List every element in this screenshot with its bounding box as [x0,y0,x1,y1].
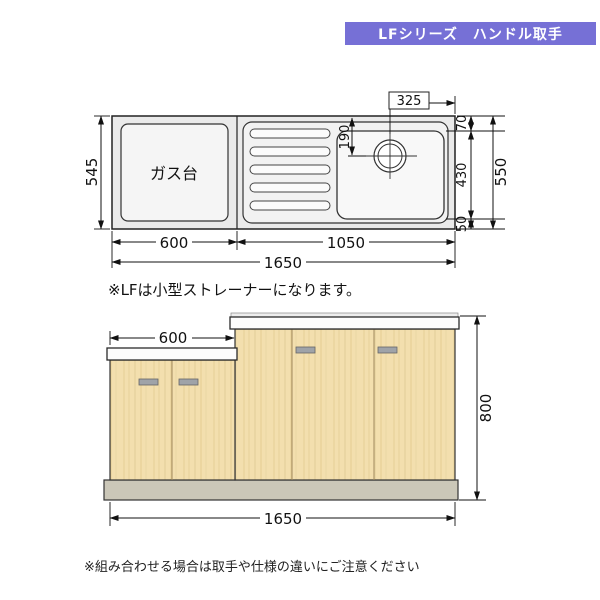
door-handle [377,346,398,354]
dim-box [388,91,430,110]
drainboard-rib [249,182,331,193]
drainboard-rib [249,200,331,211]
series-badge: LFシリーズ ハンドル取手 [345,22,596,45]
drainboard-rib [249,146,331,157]
dim-counter-depth: 545 [83,158,101,187]
elevation-view [103,312,460,501]
dim-label-bg [155,330,192,345]
dim-drain-center: 190 [338,125,353,150]
dim-elev-total-width: 1650 [264,510,302,528]
dim-sink-width: 1050 [327,234,365,252]
dim-edge-bottom: 50 [455,216,470,233]
combination-caution-note: ※組み合わせる場合は取手や仕様の違いにご注意ください [84,560,420,575]
drainboard [249,128,331,211]
gas-label: ガス台 [150,164,198,183]
sink-cabinet-body [234,328,456,481]
dim-elev-height: 800 [477,394,495,423]
drainboard-rib [249,128,331,139]
dim-gas-width: 600 [160,234,189,252]
sink-bowl [336,130,445,220]
door-handle [138,378,159,386]
door-handle [178,378,199,386]
dim-label-bg [260,510,306,526]
gas-area [120,123,229,222]
dim-label-bg [260,254,306,270]
gas-countertop-front [106,347,238,361]
dim-overall-depth: 550 [492,158,510,187]
plan-view: ガス台 [111,115,456,230]
dim-sink-offset: 325 [397,94,422,109]
dim-bowl-depth: 430 [455,163,470,188]
drainboard-rib [249,164,331,175]
door-handle [295,346,316,354]
plan-dimensions: 545 325 190 70 430 50 550 [83,91,510,272]
dim-elev-gas-width: 600 [159,329,188,347]
sink-countertop-front [229,316,460,330]
elevation-dimensions: 600 800 1650 [109,315,495,528]
strainer-note: ※LFは小型ストレーナーになります。 [108,281,362,299]
dim-total-width: 1650 [264,254,302,272]
dim-label-bg [156,234,192,250]
dim-label-bg [323,234,369,250]
drain-strainer [364,134,417,179]
base-kickboard [103,479,459,501]
dim-edge-top: 70 [455,115,470,132]
